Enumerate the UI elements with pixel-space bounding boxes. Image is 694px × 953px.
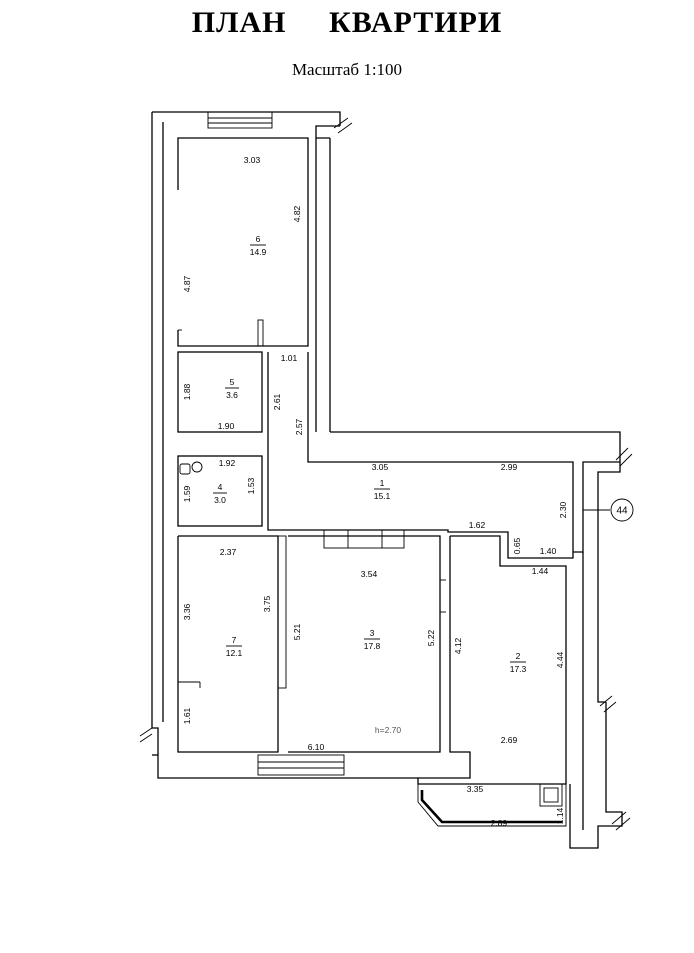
room-label-area: 12.1 <box>226 648 243 658</box>
dimension-label: 1.92 <box>219 458 236 468</box>
room-label-number: 7 <box>232 635 237 645</box>
dimension-label: 1.44 <box>532 566 549 576</box>
break-marks <box>139 117 633 831</box>
room-label-area: 14.9 <box>250 247 267 257</box>
dimension-label: 2.37 <box>220 547 237 557</box>
dimension-label: 4.12 <box>453 637 463 654</box>
dimension-label: 3.75 <box>262 595 272 612</box>
window-top <box>207 111 273 129</box>
dimension-label: 1.90 <box>218 421 235 431</box>
room-label-area: 17.3 <box>510 664 527 674</box>
dimension-label: 1.53 <box>246 477 256 494</box>
dimension-label: 4.44 <box>555 651 565 668</box>
room-label-number: 2 <box>516 651 521 661</box>
dimension-label: 1.14 <box>555 807 565 824</box>
dimension-label: 2.30 <box>558 501 568 518</box>
room-5 <box>177 351 263 433</box>
dimension-label: 3.54 <box>361 569 378 579</box>
dimension-label: 1.40 <box>540 546 557 556</box>
dimension-label: 6.10 <box>308 742 325 752</box>
outer-walls <box>151 111 623 849</box>
room-label-number: 1 <box>380 478 385 488</box>
room-label-area: 3.0 <box>214 495 226 505</box>
apartment-number: 44 <box>616 506 628 517</box>
dimension-label: 3.35 <box>467 784 484 794</box>
dimension-label: 3.36 <box>182 603 192 620</box>
dimension-label: 4.82 <box>292 205 302 222</box>
scale-label: Масштаб 1:100 <box>291 60 403 79</box>
dimension-label: 1.61 <box>182 707 192 724</box>
room-3 <box>288 535 446 753</box>
balcony <box>417 784 567 827</box>
page-title: ПЛАН КВАРТИРИ <box>191 6 503 39</box>
dimension-label: 2.69 <box>501 735 518 745</box>
room-6 <box>177 137 309 347</box>
dimension-label: 0.65 <box>512 537 522 554</box>
room-4 <box>177 455 263 527</box>
room-label-number: 6 <box>256 234 261 244</box>
dimension-label: 1.62 <box>469 520 486 530</box>
room-label-number: 5 <box>230 377 235 387</box>
window-bottom <box>257 754 345 776</box>
room-label-area: 17.8 <box>364 641 381 651</box>
dimension-label: 4.87 <box>182 275 192 292</box>
room-label-number: 4 <box>218 482 223 492</box>
dimension-label: 1.88 <box>182 383 192 400</box>
room-label-area: 3.6 <box>226 390 238 400</box>
dimension-label: 2.57 <box>294 418 304 435</box>
dimension-label: 2.99 <box>501 462 518 472</box>
dimension-label: 2.89 <box>491 818 508 828</box>
dimension-label: 5.21 <box>292 623 302 640</box>
dimension-label: 3.05 <box>372 462 389 472</box>
room-label-number: 3 <box>370 628 375 638</box>
apartment-number-marker: 44 <box>583 498 634 522</box>
ceiling-height: h=2.70 <box>375 725 402 735</box>
dimension-label: 1.01 <box>281 353 298 363</box>
dimension-label: 2.61 <box>272 393 282 410</box>
dimension-labels: 3.03 4.82 4.87 1.01 1.88 1.90 2.61 2.57 … <box>182 155 568 828</box>
room-7 <box>177 535 287 753</box>
room-1 <box>267 352 574 559</box>
dimension-label: 3.03 <box>244 155 261 165</box>
room-label-area: 15.1 <box>374 491 391 501</box>
dimension-label: 5.22 <box>426 629 436 646</box>
room-labels: 6 14.9 5 3.6 4 3.0 1 15.1 7 12.1 3 17.8 … <box>213 234 527 735</box>
dimension-label: 1.59 <box>182 485 192 502</box>
